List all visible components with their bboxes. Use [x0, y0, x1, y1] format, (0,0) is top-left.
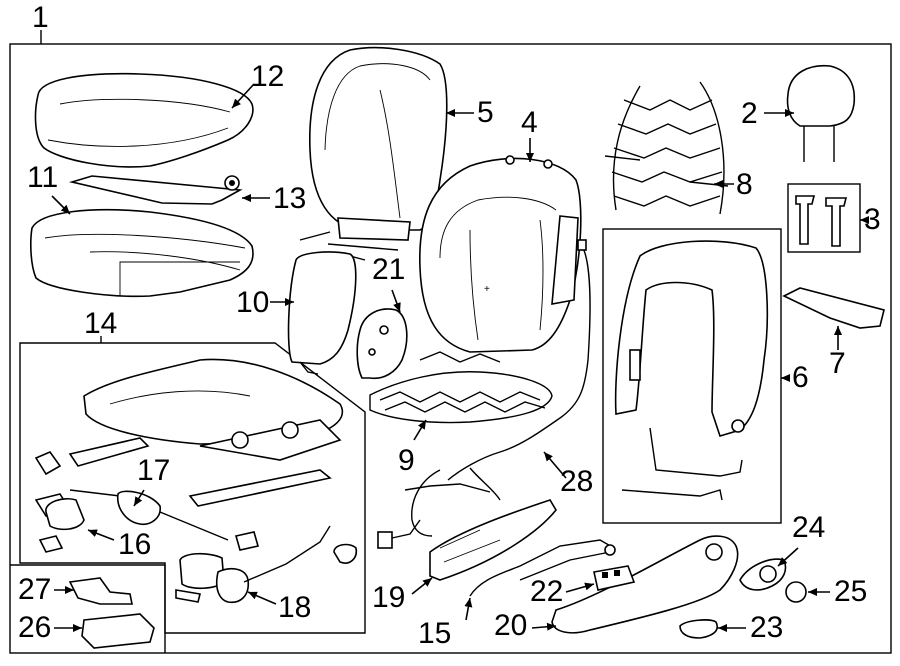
- back-pad-4: +: [418, 155, 582, 353]
- callout-9: 9: [398, 444, 415, 477]
- cushion-cover-12: [34, 72, 254, 168]
- rod-15: [469, 539, 616, 597]
- callout-19: 19: [372, 581, 406, 614]
- callout-4: 4: [521, 106, 538, 139]
- headrest-2: [786, 64, 856, 162]
- motor-16: [34, 493, 85, 553]
- callout-16: 16: [118, 528, 152, 561]
- knob-23: [679, 619, 718, 639]
- outer-shield-20: [551, 535, 739, 634]
- back-frame-6: [614, 240, 769, 501]
- callout-25: 25: [834, 575, 868, 608]
- callout-1: 1: [32, 1, 49, 34]
- lumbar-cover-21: [356, 308, 408, 380]
- recliner-motor-18: [175, 525, 358, 604]
- callout-23: 23: [750, 611, 784, 644]
- callout-27: 27: [18, 573, 52, 606]
- callout-14: 14: [84, 307, 118, 340]
- callout-6: 6: [792, 361, 809, 394]
- seat-track-14: [34, 358, 344, 507]
- callout-10: 10: [236, 286, 270, 319]
- cap-25: [785, 581, 807, 603]
- callout-2: 2: [741, 97, 758, 130]
- back-spring-8: [604, 81, 729, 215]
- svg-text:+: +: [484, 284, 490, 295]
- callout-8: 8: [736, 168, 753, 201]
- cushion-pad-11: [30, 208, 254, 298]
- callout-28: 28: [560, 465, 594, 498]
- callout-22: 22: [530, 575, 564, 608]
- handle-24: [739, 558, 787, 591]
- bracket-7: [782, 287, 885, 329]
- module-group-box: [10, 564, 166, 653]
- leader-lines: [51, 83, 869, 632]
- back-cover-5: [299, 46, 448, 261]
- bracket-27: [68, 577, 133, 605]
- callout-18: 18: [278, 591, 312, 624]
- wire-harness-28: [377, 239, 591, 549]
- callout-15: 15: [418, 617, 452, 650]
- outer-frame: [9, 43, 892, 654]
- gearbox-17: [69, 489, 229, 541]
- callout-13: 13: [273, 182, 307, 215]
- module-26: [81, 613, 155, 649]
- callout-24: 24: [792, 511, 826, 544]
- callout-5: 5: [477, 96, 494, 129]
- callout-21: 21: [372, 253, 406, 286]
- back-panel-10: [287, 251, 357, 375]
- callout-12: 12: [251, 60, 285, 93]
- side-shield-19: [429, 499, 557, 581]
- heater-pad-13: [68, 175, 243, 205]
- callout-20: 20: [494, 609, 528, 642]
- headrest-guides-3: [787, 183, 861, 253]
- switch-22: [593, 565, 636, 591]
- callout-26: 26: [18, 611, 52, 644]
- callout-11: 11: [27, 161, 59, 194]
- callout-3: 3: [864, 203, 881, 236]
- callout-7: 7: [829, 347, 846, 380]
- callout-17: 17: [137, 454, 171, 487]
